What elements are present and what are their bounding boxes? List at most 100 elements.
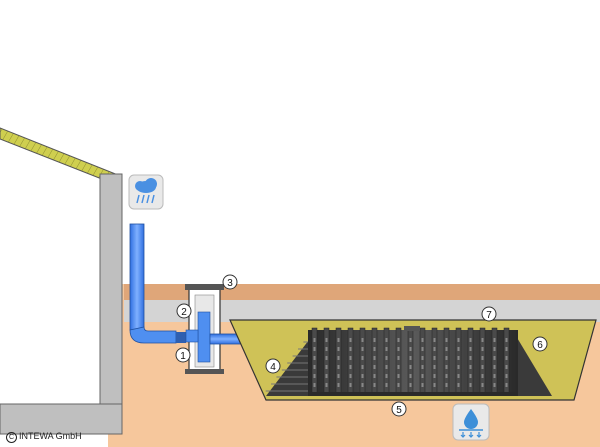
module-rib-slot <box>445 347 448 351</box>
module-rib-slot <box>361 383 364 387</box>
module-rib-slot <box>313 356 316 360</box>
module-rib-slot <box>445 338 448 342</box>
module-rib-slot <box>505 365 508 369</box>
module-rib-slot <box>409 347 412 351</box>
module-rib-slot <box>409 338 412 342</box>
module-rib-slot <box>325 383 328 387</box>
module-rib-slot <box>445 383 448 387</box>
callout-4: 4 <box>265 358 281 374</box>
module-rib-slot <box>409 356 412 360</box>
module-rib-slot <box>397 374 400 378</box>
module-rib-slot <box>493 356 496 360</box>
module-rib-slot <box>493 365 496 369</box>
module-rib-slot <box>433 347 436 351</box>
module-rib-slot <box>397 347 400 351</box>
module-rib-slot <box>481 365 484 369</box>
module-rib-slot <box>397 365 400 369</box>
module-rib-slot <box>349 338 352 342</box>
module-rib-slot <box>469 356 472 360</box>
module-rib-slot <box>469 365 472 369</box>
module-rib-slot <box>385 374 388 378</box>
module-rib-slot <box>337 383 340 387</box>
house-wall <box>99 173 123 435</box>
module-rib-slot <box>385 365 388 369</box>
module-rib-slot <box>397 356 400 360</box>
module-rib-slot <box>421 383 424 387</box>
module-rib-slot <box>445 356 448 360</box>
module-rib-slot <box>313 347 316 351</box>
module-rib-slot <box>469 374 472 378</box>
module-rib-slot <box>433 356 436 360</box>
module-rib-slot <box>361 347 364 351</box>
copyright-text: INTEWA GmbH <box>19 431 82 441</box>
module-rib-slot <box>361 356 364 360</box>
module-rib-slot <box>505 347 508 351</box>
callout-label-3: 3 <box>227 278 233 289</box>
module-rib-slot <box>481 383 484 387</box>
module-rib-slot <box>337 338 340 342</box>
module-rib-slot <box>373 374 376 378</box>
module-rib-slot <box>397 338 400 342</box>
module-rib-slot <box>493 383 496 387</box>
module-rib-slot <box>481 347 484 351</box>
infiltration-modules <box>265 326 552 396</box>
callout-label-6: 6 <box>537 340 543 351</box>
module-rib-slot <box>313 374 316 378</box>
rain-cloud-icon <box>128 174 164 210</box>
module-rib-slot <box>457 383 460 387</box>
module-rib-slot <box>361 374 364 378</box>
house <box>0 127 123 435</box>
downpipe <box>129 223 186 344</box>
module-rib-slot <box>385 338 388 342</box>
module-rib-slot <box>373 347 376 351</box>
module-rib-slot <box>361 338 364 342</box>
module-rib-slot <box>481 356 484 360</box>
module-rib-slot <box>505 383 508 387</box>
callout-label-4: 4 <box>270 362 276 373</box>
module-rib-slot <box>337 365 340 369</box>
module-rib-slot <box>493 347 496 351</box>
module-rib-slot <box>457 338 460 342</box>
module-rib-slot <box>421 374 424 378</box>
module-rib-slot <box>337 356 340 360</box>
module-rib-slot <box>469 347 472 351</box>
callout-7: 7 <box>481 306 497 322</box>
module-rib-slot <box>349 347 352 351</box>
module-rib-slot <box>445 374 448 378</box>
module-rib-slot <box>373 356 376 360</box>
module-rib-slot <box>445 365 448 369</box>
module-rib-slot <box>481 374 484 378</box>
water-drop-infiltration-icon <box>452 403 490 441</box>
callout-label-2: 2 <box>181 307 187 318</box>
module-rib-slot <box>409 365 412 369</box>
module-rib-slot <box>457 365 460 369</box>
module-rib-slot <box>469 383 472 387</box>
copyright-symbol: C <box>6 432 17 443</box>
module-rib-slot <box>313 383 316 387</box>
module-rib-slot <box>313 338 316 342</box>
module-rib-slot <box>457 356 460 360</box>
module-rib-slot <box>505 374 508 378</box>
callout-6: 6 <box>532 336 548 352</box>
callout-label-1: 1 <box>180 351 186 362</box>
module-rib-slot <box>325 374 328 378</box>
module-rib-slot <box>433 365 436 369</box>
module-rib-slot <box>433 374 436 378</box>
callout-2: 2 <box>176 303 192 319</box>
module-rib-slot <box>457 374 460 378</box>
callouts: 1 2 3 4 5 6 7 <box>175 274 548 417</box>
module-rib-slot <box>385 347 388 351</box>
module-rib-slot <box>325 338 328 342</box>
module-rib-slot <box>325 365 328 369</box>
module-rib-slot <box>313 365 316 369</box>
module-rib-slot <box>361 365 364 369</box>
module-rib-slot <box>349 356 352 360</box>
callout-1: 1 <box>175 347 191 363</box>
module-rib-slot <box>469 338 472 342</box>
module-rib-slot <box>373 383 376 387</box>
filter-unit <box>185 284 224 374</box>
callout-label-7: 7 <box>486 310 492 321</box>
module-rib-slot <box>325 347 328 351</box>
